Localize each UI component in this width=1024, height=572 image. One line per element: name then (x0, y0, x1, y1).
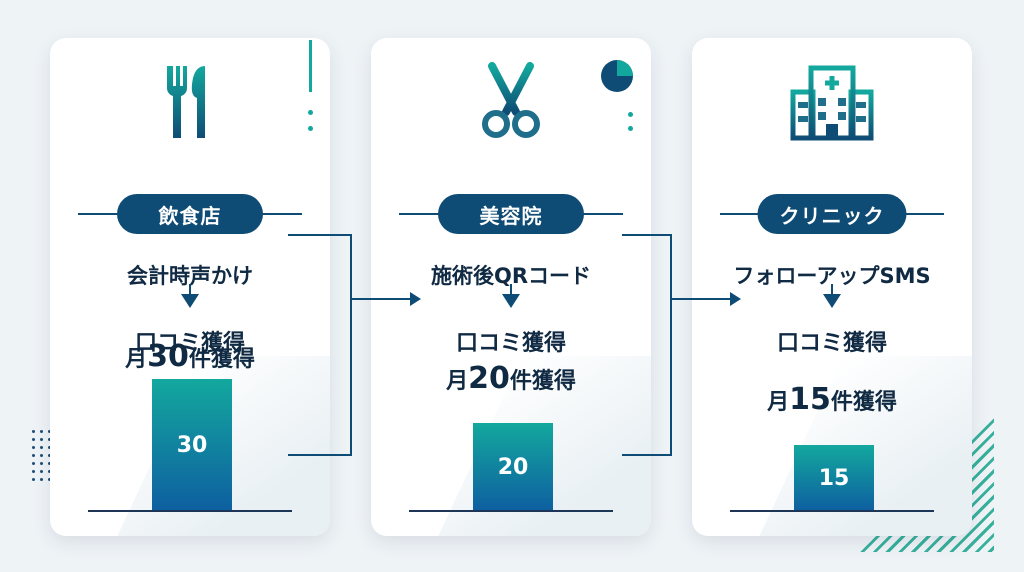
monthly-suffix: 件獲得 (830, 390, 897, 415)
chart-baseline (730, 510, 934, 512)
monthly-count: 月20件獲得 (371, 361, 651, 396)
connector-branch-2 (670, 298, 732, 300)
accent-line (309, 40, 312, 92)
bar-label: 20 (497, 454, 529, 480)
decor-dot (32, 470, 35, 473)
decor-dot (32, 430, 35, 433)
fork-knife-icon (166, 66, 205, 138)
category-pill: 飲食店 (117, 194, 263, 234)
monthly-prefix: 月 (125, 347, 148, 372)
pie-chart-icon (601, 60, 633, 92)
bar-label: 15 (818, 465, 850, 491)
arrow-right-icon (410, 292, 421, 306)
connector-line-2 (622, 234, 672, 456)
decor-dot (40, 446, 43, 449)
card-restaurant: 飲食店 会計時声かけ 口コミ獲得 月30件獲得 30 (50, 38, 330, 536)
monthly-prefix: 月 (767, 390, 790, 415)
decor-dot (40, 470, 43, 473)
hospital-icon (790, 65, 874, 141)
monthly-prefix: 月 (446, 369, 469, 394)
category-pill: 美容院 (438, 194, 584, 234)
monthly-count: 月15件獲得 (692, 382, 972, 417)
chart-baseline (409, 510, 613, 512)
connector-line-1 (288, 234, 352, 456)
down-arrow-icon (502, 284, 520, 308)
monthly-suffix: 件獲得 (188, 347, 255, 372)
scissors-icon (482, 62, 540, 138)
accent-dot (308, 110, 313, 115)
monthly-number: 15 (789, 382, 831, 417)
bar-label: 30 (176, 432, 208, 458)
accent-dot (628, 126, 633, 131)
decor-dot (32, 438, 35, 441)
card-salon: 美容院 施術後QRコード 口コミ獲得 月20件獲得 20 (371, 38, 651, 536)
decor-dot (32, 478, 35, 481)
decor-dot (40, 478, 43, 481)
accent-dot (628, 112, 633, 117)
arrow-right-icon (730, 292, 741, 306)
down-arrow-icon (181, 284, 199, 308)
decor-dot (40, 438, 43, 441)
bar-salon: 20 (473, 423, 553, 511)
monthly-number: 30 (147, 339, 189, 374)
chart-baseline (88, 510, 292, 512)
decor-dot (32, 446, 35, 449)
result-text: 口コミ獲得 (134, 331, 245, 356)
monthly-number: 20 (468, 361, 510, 396)
monthly-suffix: 件獲得 (509, 369, 576, 394)
category-pill: クリニック (757, 194, 907, 234)
result-text: 口コミ獲得 (776, 331, 887, 356)
decor-dot (32, 454, 35, 457)
down-arrow-icon (823, 284, 841, 308)
result-text: 口コミ獲得 (455, 331, 566, 356)
card-clinic: クリニック フォローアップSMS 口コミ獲得 月15件獲得 15 (692, 38, 972, 536)
decor-dot (40, 454, 43, 457)
decor-dot (32, 462, 35, 465)
connector-branch-1 (350, 298, 412, 300)
decor-dot (40, 430, 43, 433)
accent-dot (308, 126, 313, 131)
decor-dot (40, 462, 43, 465)
bar-clinic: 15 (794, 445, 874, 511)
bar-restaurant: 30 (152, 379, 232, 511)
monthly-count: 月30件獲得 (50, 339, 330, 374)
